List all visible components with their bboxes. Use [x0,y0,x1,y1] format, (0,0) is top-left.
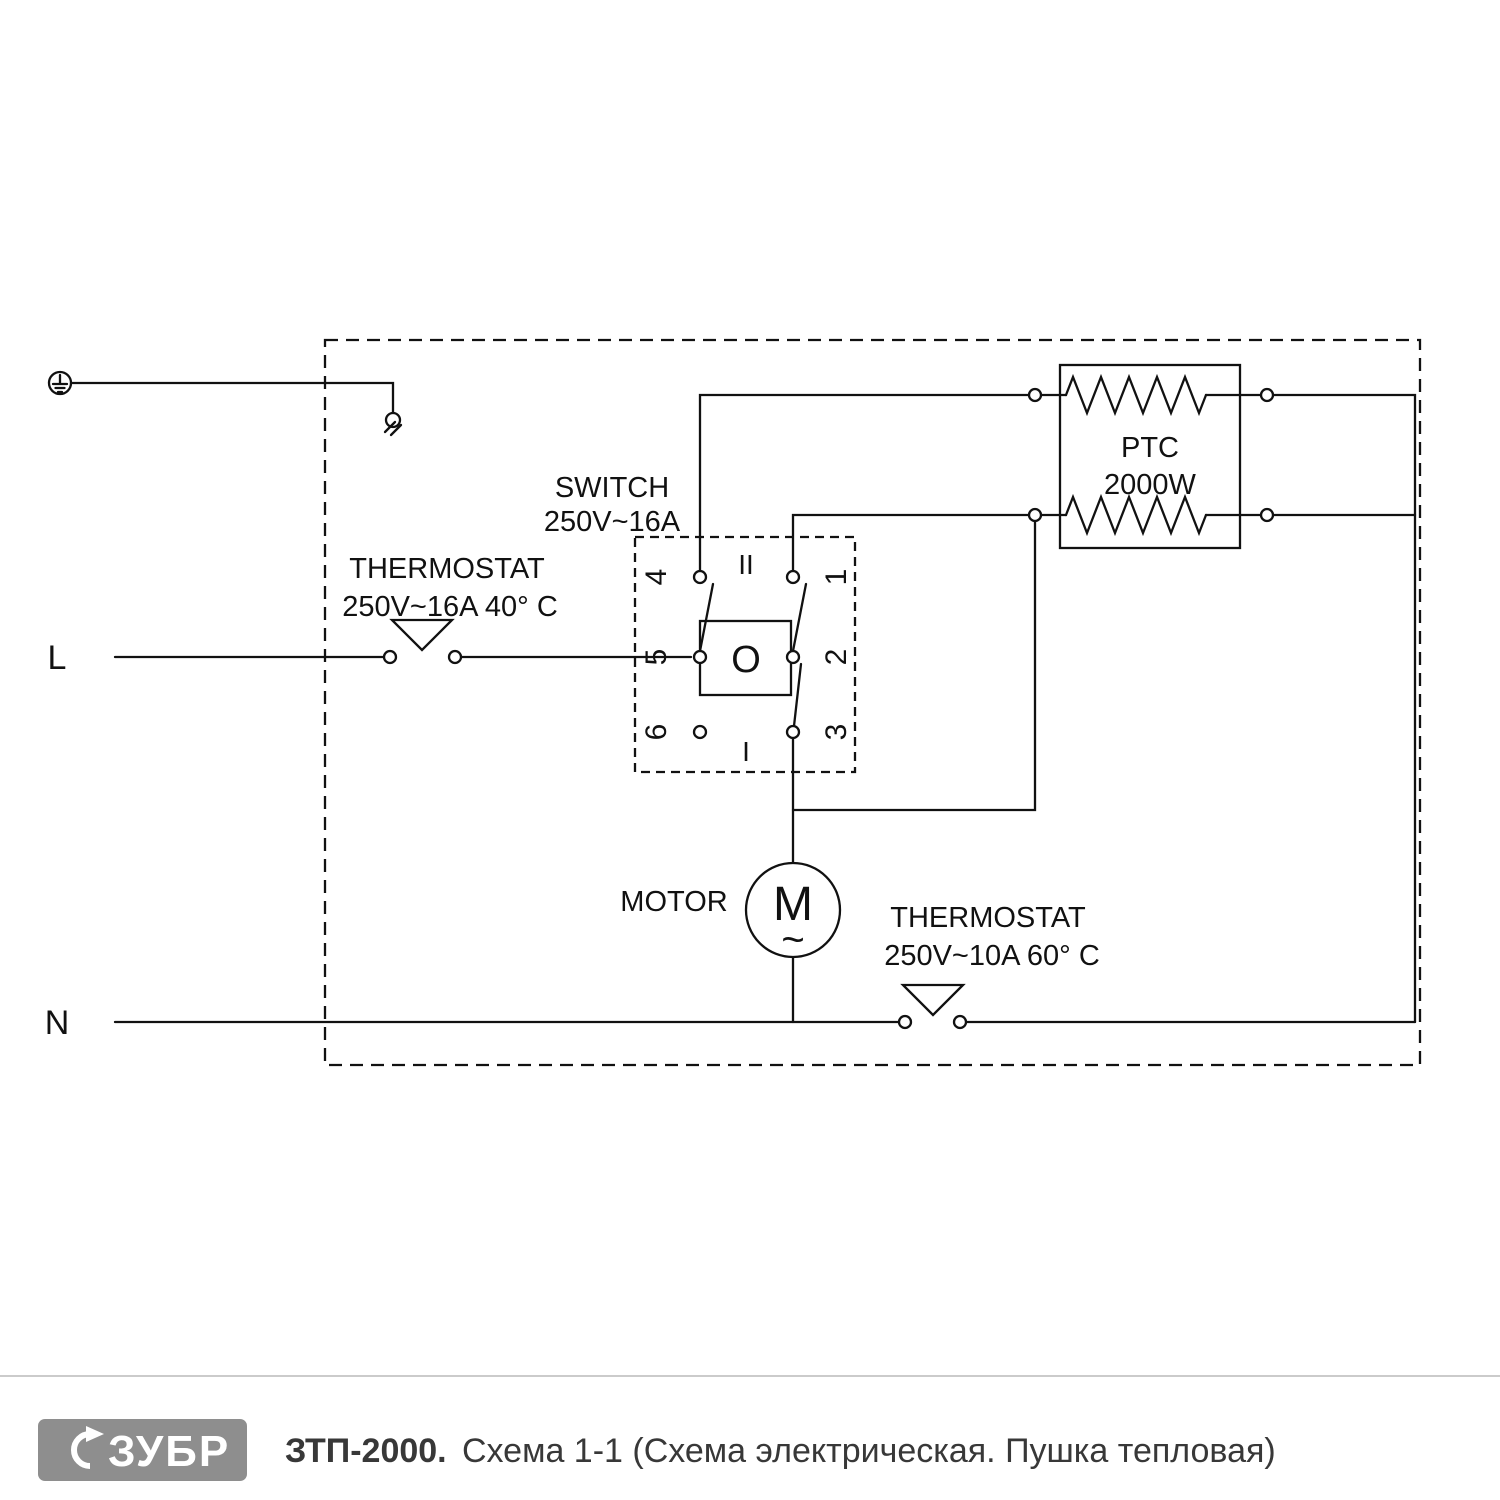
motor-symbol [744,861,842,959]
ptc-heater [1027,363,1275,550]
thermostat-left-terminal [447,649,463,665]
zubr-logo-icon [71,1431,91,1469]
ground-terminal [384,411,402,429]
thermostat-right-terminal [952,1014,968,1030]
thermostat-right-rating: 250V~10A 60° C [884,940,1100,972]
switch-blade-left [698,582,715,653]
ptc-element-bottom [1064,493,1208,537]
switch-terminal-3 [785,724,801,740]
switch-blade-right-bottom [792,662,803,728]
switch-terminal-5 [692,649,708,665]
thermostat-left-rating: 250V~16A 40° C [342,591,558,623]
wires [113,393,1417,1024]
wire-ptc-top-return [1271,393,1417,1024]
motor-letter: M [773,878,813,931]
switch-terminal-2 [785,649,801,665]
ground-terminal-hatch [383,420,403,437]
zubr-logo-icon-arrowhead [86,1426,104,1442]
switch-terminal-4 [692,569,708,585]
earth-icon-bars [51,373,69,394]
switch-position-off: O [731,639,761,681]
switch-position-high: II [738,549,754,580]
ground-wire [69,381,395,415]
wire-switch1-to-ptc-bottom [791,513,1031,573]
ptc-rating: 2000W [1104,469,1197,501]
switch-blade-right-top [791,582,808,653]
switch-terminal-1 [785,569,801,585]
thermostat-right [897,983,968,1030]
switch-terminal-label-3: 3 [820,724,853,741]
footer-model: ЗТП-2000. [285,1432,447,1470]
thermostat-right-symbol [900,983,966,1017]
switch-position-low: I [742,736,750,767]
thermostat-left-symbol [389,618,455,652]
switch-terminal-label-2: 2 [820,649,853,666]
line-branch [113,618,693,665]
thermostat-left-title: THERMOSTAT [349,553,545,585]
thermostat-right-title: THERMOSTAT [890,902,1086,934]
line-label: L [48,639,67,677]
thermostat-left-terminal [382,649,398,665]
motor-title: MOTOR [620,886,727,918]
switch-outline [633,535,857,774]
switch-terminal-label-5: 5 [640,649,673,666]
ptc-terminal [1259,507,1275,523]
motor: M ~ [744,861,842,962]
neutral-label: N [45,1004,70,1042]
switch [633,535,857,774]
ptc-element-top [1064,373,1208,417]
ptc-terminal [1027,507,1043,523]
footer-caption: Схема 1-1 (Схема электрическая. Пушка те… [462,1432,1276,1470]
ptc-terminal [1259,387,1275,403]
ptc-title: PTC [1121,432,1179,464]
enclosure-outline [323,338,1422,1067]
switch-terminal-label-1: 1 [820,569,853,586]
switch-rating: 250V~16A [544,506,681,538]
switch-terminal-label-4: 4 [640,569,673,586]
wire-switch4-to-ptc-top [698,393,1031,573]
thermostat-right-terminal [897,1014,913,1030]
ptc-outline [1058,363,1242,550]
ground-branch [47,370,403,437]
switch-title: SWITCH [555,472,669,504]
switch-terminal-6 [692,724,708,740]
switch-terminal-label-6: 6 [640,724,673,741]
motor-wave: ~ [781,918,804,962]
wire-branch-to-ptc-bottom [791,519,1037,812]
zubr-logo-text: ЗУБР [108,1427,230,1476]
footer: ЗУБР ЗТП-2000. Схема 1-1 (Схема электрич… [0,1375,1500,1481]
ptc-terminal [1027,387,1043,403]
